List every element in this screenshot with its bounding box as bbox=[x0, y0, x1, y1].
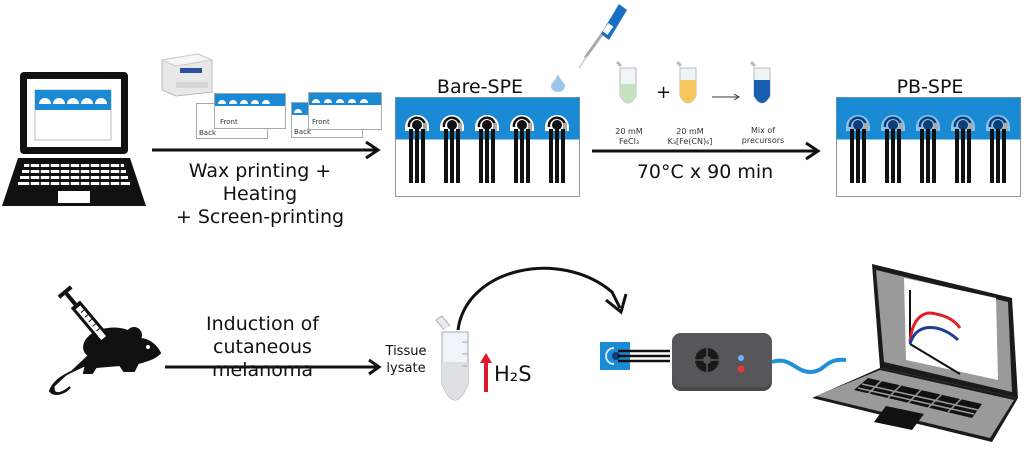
arrow-step1 bbox=[152, 140, 381, 160]
laptop-design-icon bbox=[2, 72, 146, 206]
lysate-tube-icon bbox=[435, 315, 469, 401]
status-led-blue bbox=[738, 355, 744, 361]
electrode bbox=[916, 115, 940, 183]
tube-mix-icon bbox=[749, 60, 771, 104]
electrode bbox=[440, 115, 464, 183]
pb-spe-title: PB-SPE bbox=[896, 76, 964, 98]
tissue-label-line2: lysate bbox=[386, 361, 426, 376]
chart-curve-red bbox=[908, 311, 962, 343]
laptop-readout-icon bbox=[812, 264, 1018, 442]
reagent1-conc: 20 mM bbox=[615, 127, 643, 136]
h2s-label: H₂S bbox=[494, 362, 532, 386]
electrode bbox=[545, 115, 569, 183]
printer-icon bbox=[160, 53, 214, 97]
electrode bbox=[846, 115, 870, 183]
step2-condition: 70°C x 90 min bbox=[636, 161, 774, 183]
reagent2-name: K₃[Fe(CN)₆] bbox=[667, 137, 713, 146]
mix-label-line2: precursors bbox=[741, 136, 785, 145]
reagent2-conc: 20 mM bbox=[676, 127, 704, 136]
paper2-back-label: Back bbox=[294, 128, 311, 136]
pipette-icon bbox=[578, 4, 627, 69]
increase-arrow-icon bbox=[480, 353, 492, 392]
electrode bbox=[475, 115, 499, 183]
droplet-icon bbox=[551, 74, 565, 92]
status-led-red bbox=[737, 365, 745, 373]
plus-sign: + bbox=[656, 82, 672, 103]
electrode bbox=[881, 115, 905, 183]
tube-fecl3-icon bbox=[615, 60, 637, 104]
bare-spe-card bbox=[395, 97, 580, 197]
electrode bbox=[510, 115, 534, 183]
step1-label-line2: + Screen-printing bbox=[175, 206, 345, 228]
reagent1-name: FeCl₃ bbox=[618, 137, 640, 146]
induction-label-line2: cutaneous melanoma bbox=[212, 336, 313, 381]
tube-ferricyanide-icon bbox=[675, 60, 697, 104]
arrow-step2 bbox=[592, 141, 821, 161]
mouse-syringe-icon bbox=[48, 285, 162, 395]
paper2-front-label: Front bbox=[312, 118, 330, 126]
pb-spe-card bbox=[836, 97, 1021, 197]
tissue-label-line1: Tissue bbox=[385, 344, 427, 359]
arrow-induction bbox=[165, 358, 382, 376]
electrode bbox=[405, 115, 429, 183]
reaction-arrow bbox=[712, 93, 740, 101]
chart-curve-blue bbox=[908, 326, 960, 345]
potentiostat-device bbox=[672, 333, 772, 391]
bare-spe-title: Bare-SPE bbox=[436, 76, 524, 98]
paper-back-label: Back bbox=[199, 129, 216, 137]
sensor-chip-icon bbox=[600, 342, 670, 370]
induction-label-line1: Induction of bbox=[206, 313, 319, 335]
step1-label-line1: Wax printing + Heating bbox=[188, 160, 332, 205]
electrode bbox=[986, 115, 1010, 183]
paper-front-label: Front bbox=[220, 118, 238, 126]
electrode bbox=[951, 115, 975, 183]
mix-label-line1: Mix of bbox=[750, 126, 776, 135]
